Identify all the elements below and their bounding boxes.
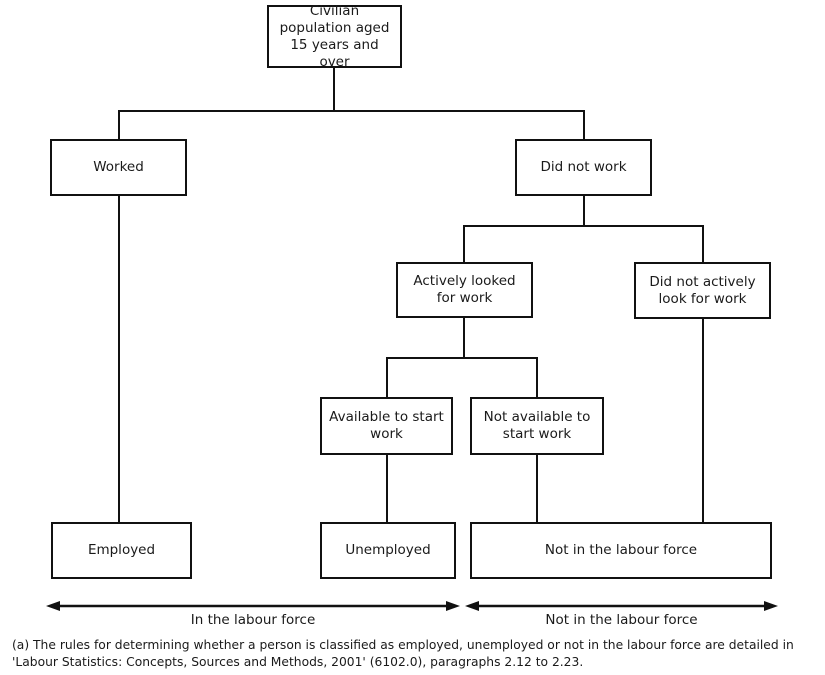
- node-employed[interactable]: Employed: [51, 522, 192, 579]
- node-did-not-work-label: Did not work: [540, 159, 627, 175]
- connector-worked-to-employed: [118, 195, 120, 522]
- connector-to-worked: [118, 110, 120, 140]
- node-actively-looked-for-work-label: Actively looked for work: [413, 273, 516, 306]
- connector-available-to-unemployed: [386, 455, 388, 524]
- connector-actively-looked-stem: [463, 317, 465, 359]
- node-actively-looked-for-work[interactable]: Actively looked for work: [396, 262, 533, 318]
- connector-root-stem: [333, 68, 335, 112]
- node-did-not-actively-look-for-work-label: Did not actively look for work: [649, 273, 756, 307]
- connector-level3-bar: [386, 357, 538, 359]
- double-headed-arrow-icon: [465, 601, 778, 611]
- connector-not-available-to-nilf: [536, 455, 538, 524]
- node-employed-label: Employed: [87, 542, 156, 558]
- range-label-in-labour-force: In the labour force: [190, 612, 316, 628]
- connector-did-not-work-stem: [583, 195, 585, 227]
- range-arrow-not-in-labour-force: [463, 598, 780, 614]
- connector-to-available: [386, 357, 388, 397]
- range-arrow-in-labour-force: [44, 598, 462, 614]
- connector-to-did-not-work: [583, 110, 585, 140]
- node-worked-label: Worked: [93, 159, 144, 175]
- range-label-not-in-labour-force: Not in the labour force: [545, 612, 698, 628]
- node-unemployed[interactable]: Unemployed: [320, 522, 456, 579]
- node-not-available-to-start-work[interactable]: Not available to start work: [470, 397, 604, 455]
- node-not-in-the-labour-force-label: Not in the labour force: [544, 542, 698, 558]
- node-worked[interactable]: Worked: [50, 139, 187, 196]
- node-not-available-to-start-work-label: Not available to start work: [483, 409, 591, 442]
- node-did-not-work[interactable]: Did not work: [515, 139, 652, 196]
- footnote: (a) The rules for determining whether a …: [12, 638, 794, 669]
- node-civilian-population-label: Civilian population aged 15 years and ov…: [279, 2, 390, 70]
- connector-to-not-available: [536, 357, 538, 397]
- node-available-to-start-work[interactable]: Available to start work: [320, 397, 453, 455]
- connector-level2-bar: [463, 225, 704, 227]
- connector-level1-bar: [118, 110, 585, 112]
- node-unemployed-label: Unemployed: [345, 542, 431, 558]
- connector-did-not-actively-look-to-nilf: [702, 319, 704, 524]
- node-not-in-the-labour-force[interactable]: Not in the labour force: [470, 522, 772, 579]
- node-did-not-actively-look-for-work[interactable]: Did not actively look for work: [634, 262, 771, 319]
- connector-to-did-not-actively-look: [702, 225, 704, 262]
- node-available-to-start-work-label: Available to start work: [329, 409, 444, 442]
- double-headed-arrow-icon: [46, 601, 460, 611]
- connector-to-actively-looked: [463, 225, 465, 262]
- node-civilian-population[interactable]: Civilian population aged 15 years and ov…: [267, 2, 402, 70]
